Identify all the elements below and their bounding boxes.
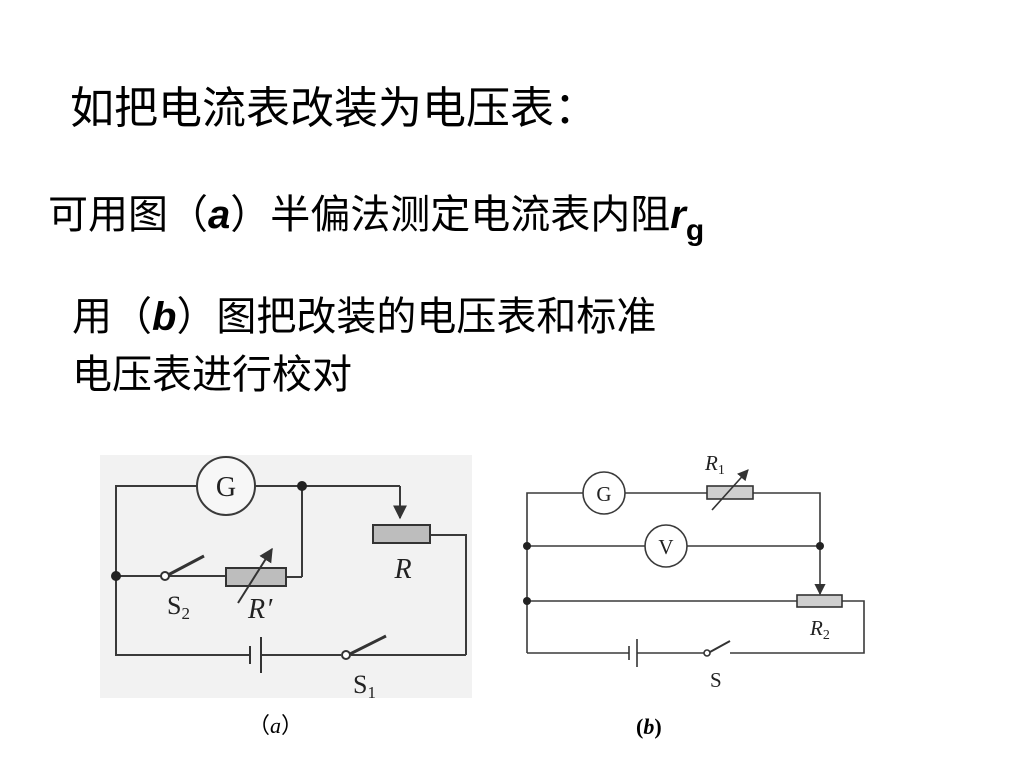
galvanometer-b-label: G <box>596 482 611 506</box>
galvanometer-b-symbol <box>582 471 626 515</box>
switch-S1-blade <box>349 634 387 656</box>
caption-b: (b) <box>636 714 662 739</box>
switch-S1-label: S1 <box>353 670 376 702</box>
voltmeter-label: V <box>658 535 673 559</box>
galvanometer-a-label: G <box>216 472 236 503</box>
line2-letter-b: b <box>152 295 177 339</box>
junction-a-left <box>111 571 121 581</box>
rheostat-R-label: R <box>393 554 411 585</box>
circuit-a-wires <box>115 485 467 656</box>
circuit-b: G R1 V R2 S <box>523 451 865 692</box>
resistor-R1-symbol <box>706 485 754 500</box>
resistor-R1-variable-arrow <box>711 469 749 511</box>
junction-b-left-mid <box>523 542 531 550</box>
line2-pre: 用（ <box>72 294 152 340</box>
junction-b-left-low <box>523 597 531 605</box>
resistor-R-prime-symbol <box>225 567 287 587</box>
switch-S2-blade <box>167 554 205 577</box>
galvanometer-a-symbol <box>196 456 256 516</box>
switch-S2-contact <box>160 571 170 581</box>
switch-S-blade <box>709 640 731 653</box>
line1-mid: ）半偏法测定电流表内阻 <box>230 192 671 238</box>
rheostat-R2-label: R2 <box>809 616 830 643</box>
junction-b-right <box>816 542 824 550</box>
line1-letter-a: a <box>208 193 231 237</box>
rheostat-R-symbol <box>372 524 431 544</box>
line1-var-r: r <box>670 193 686 237</box>
switch-S1-contact <box>341 650 351 660</box>
switch-S2-label: S2 <box>167 591 190 623</box>
junction-a-top <box>297 481 307 491</box>
slide-title: 如把电流表改装为电压表： <box>70 83 598 134</box>
rheostat-R2-symbol <box>796 594 843 608</box>
resistor-R-prime-label: R′ <box>247 594 273 625</box>
circuit-a: G R S2 R′ S1 <box>100 455 472 702</box>
resistor-R-prime-variable-arrow <box>237 547 273 604</box>
switch-S-label: S <box>710 668 722 692</box>
text-line-half-deflection: 可用图（a）半偏法测定电流表内阻rg <box>48 182 704 248</box>
voltmeter-symbol <box>644 524 688 568</box>
resistor-R1-label: R1 <box>704 451 725 478</box>
text-line-calibration-cont: 电压表进行校对 <box>72 352 352 398</box>
line2-post: ）图把改装的电压表和标准 <box>176 294 657 340</box>
line1-sub-g: g <box>685 214 705 247</box>
line1-pre: 可用图（ <box>48 192 208 238</box>
caption-a: （a） <box>248 713 304 738</box>
switch-S-contact <box>703 649 711 657</box>
text-line-calibration: 用（b）图把改装的电压表和标准 <box>72 284 656 342</box>
